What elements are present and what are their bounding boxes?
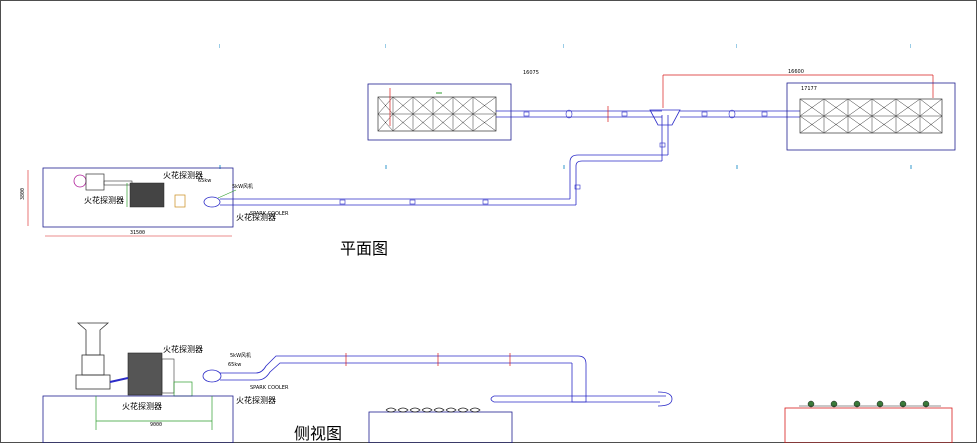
spark-cooler-label: SPARK COOLER [250, 385, 289, 391]
elev-duct-tags [345, 353, 511, 366]
chimney [76, 322, 110, 356]
grid-mark: Ⅰ [736, 44, 737, 50]
grid-mark: Ⅰ [385, 44, 386, 50]
filter-bank [129, 182, 165, 208]
elevation-view-title: 侧视图 [294, 424, 342, 443]
plan-view: 3800 31500 火花探测器 火花探测器 65kw 5kW风机 SPARK … [20, 69, 956, 258]
fan-outlet [103, 180, 133, 186]
fan-housing [85, 173, 105, 191]
grid-mark: Ⅰ [910, 44, 911, 50]
hood-a-elev [368, 411, 513, 443]
hood-a-cells [377, 96, 497, 132]
hood-b-cells [799, 98, 943, 134]
duct-tags [339, 199, 489, 205]
grid-mark: Ⅰ [563, 44, 564, 50]
grid-marks-mid: Ⅱ Ⅱ Ⅱ Ⅱ Ⅱ [219, 165, 912, 171]
valve [174, 194, 186, 208]
spark-cooler-label: SPARK COOLER [250, 211, 289, 217]
width-dim: 31500 [130, 230, 145, 236]
hood-b-elev [784, 407, 953, 443]
duct-riser-right [575, 160, 662, 205]
height-dim: 3800 [20, 188, 26, 200]
leader [217, 189, 237, 199]
plan-view-title: 平面图 [340, 239, 388, 258]
spark-detector-label: 火花探测器 [122, 401, 162, 411]
grid-mark: Ⅱ [910, 165, 912, 171]
duct-end [657, 391, 673, 407]
room-a [367, 83, 512, 141]
duct-top [220, 355, 578, 374]
room-a-dim: 16075 [523, 70, 539, 76]
spark-detector-label: 火花探测器 [84, 195, 124, 205]
connector [109, 377, 129, 383]
room-b [786, 82, 956, 151]
spark-detector-label: 火花探测器 [236, 395, 276, 405]
grid-mark: Ⅰ [219, 44, 220, 50]
duct-lower [494, 395, 666, 403]
duct-vertical [661, 115, 669, 161]
filter-side [161, 358, 175, 394]
duct-cap [490, 395, 495, 403]
tag: 5kW风机 [232, 183, 253, 190]
grid-mark: Ⅱ [736, 165, 738, 171]
grid-marks-top: Ⅰ Ⅰ Ⅰ Ⅰ Ⅰ [219, 44, 911, 50]
tag: 5kW风机 [230, 352, 251, 359]
base-platform [42, 395, 234, 443]
span-dim: 16600 [788, 69, 804, 75]
elevation-view: 火花探测器 火花探测器 火花探测器 5kW风机 65kw 9000 SPARK … [42, 322, 953, 443]
ground-box [173, 381, 193, 397]
duct-tag [659, 142, 666, 148]
grid-mark: Ⅱ [563, 165, 565, 171]
spark-cooler-unit [202, 369, 222, 383]
fan-icon [73, 174, 87, 188]
duct-bottom [220, 362, 572, 381]
duct-riser-left [569, 154, 668, 199]
spark-detector-label: 火花探测器 [163, 170, 203, 180]
spark-cooler-unit [203, 196, 221, 208]
nozzles-a [385, 407, 481, 413]
tag: 65kw [198, 178, 211, 184]
duct-riser [571, 355, 587, 403]
filter-tower [127, 352, 163, 396]
grid-mark: Ⅱ [385, 165, 387, 171]
duct-tag [574, 184, 581, 190]
tag: 65kw [228, 362, 241, 368]
room-b-dim: 17177 [801, 86, 817, 92]
spark-detector-label: 火花探测器 [236, 212, 276, 222]
fan-body [81, 354, 105, 376]
duct-a-tags [523, 109, 628, 119]
duct-junction [649, 109, 681, 126]
spark-detector-label: 火花探测器 [163, 344, 203, 354]
base-dim: 9000 [150, 422, 162, 428]
duct-b-tags [701, 109, 768, 119]
left-room [42, 167, 234, 228]
nozzles-b [807, 400, 930, 408]
fan-base [75, 374, 111, 390]
